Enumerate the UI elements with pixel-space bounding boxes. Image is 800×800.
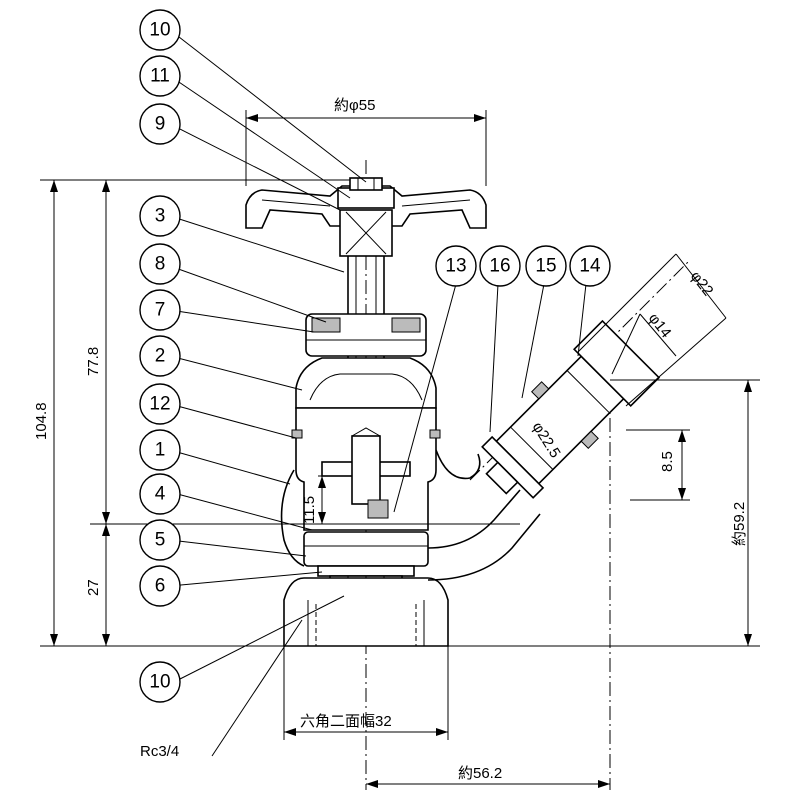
dim-lower-height: 27 — [85, 579, 102, 596]
callout-4: 4 — [139, 473, 181, 515]
callout-8-label: 8 — [155, 254, 166, 275]
callout-13-label: 13 — [445, 256, 466, 277]
dimension-lines — [40, 110, 760, 788]
callout-1: 1 — [139, 429, 181, 471]
callout-5-label: 5 — [155, 530, 166, 551]
callout-15-label: 15 — [535, 256, 556, 277]
dim-dia22: φ22 — [687, 268, 717, 299]
callout-2: 2 — [139, 335, 181, 377]
callout-11: 11 — [139, 55, 181, 97]
bonnet — [295, 313, 437, 409]
callout-9: 9 — [139, 103, 181, 145]
dim-total-height: 104.8 — [33, 402, 50, 440]
dim-thread: Rc3/4 — [140, 743, 179, 760]
callout-6-label: 6 — [155, 576, 166, 597]
callout-10-top-label: 10 — [149, 20, 170, 41]
callout-8: 8 — [139, 243, 181, 285]
callout-10-bottom-label: 10 — [149, 672, 170, 693]
dim-small-height: 11.5 — [301, 496, 318, 524]
callout-1-label: 1 — [155, 440, 166, 461]
dim-hex-width: 六角二面幅32 — [300, 713, 392, 730]
callout-16-label: 16 — [489, 256, 510, 277]
dim-upper-height: 77.8 — [85, 347, 102, 376]
dim-dia14: φ14 — [645, 310, 675, 341]
callout-15: 15 — [525, 245, 567, 287]
callout-9-label: 9 — [155, 114, 166, 135]
leader-lines — [169, 29, 587, 757]
callout-7-label: 7 — [155, 300, 166, 321]
callout-16: 16 — [479, 245, 521, 287]
dim-handle-dia: 約φ55 — [334, 97, 375, 114]
callout-10-bottom: 10 — [139, 661, 181, 703]
handle-wheel — [245, 177, 487, 229]
callout-12-label: 12 — [149, 394, 170, 415]
callout-14-label: 14 — [579, 256, 601, 277]
outlet-connector — [481, 319, 661, 499]
callout-12: 12 — [139, 383, 181, 425]
dim-len8-5: 8.5 — [659, 451, 676, 472]
callout-5: 5 — [139, 519, 181, 561]
dim-outlet-height: 約59.2 — [731, 502, 748, 546]
callout-2-label: 2 — [155, 346, 166, 367]
callout-4-label: 4 — [155, 484, 166, 505]
callout-6: 6 — [139, 565, 181, 607]
valve-body — [283, 407, 449, 647]
callout-7: 7 — [139, 289, 181, 331]
callout-3: 3 — [139, 195, 181, 237]
callout-11-label: 11 — [150, 66, 170, 87]
callout-10-top: 10 — [139, 9, 181, 51]
dim-outlet-offset: 約56.2 — [458, 765, 502, 782]
callout-3-label: 3 — [155, 206, 166, 227]
outlet-elbow — [280, 449, 541, 581]
callout-13: 13 — [435, 245, 477, 287]
callout-14: 14 — [569, 245, 611, 287]
